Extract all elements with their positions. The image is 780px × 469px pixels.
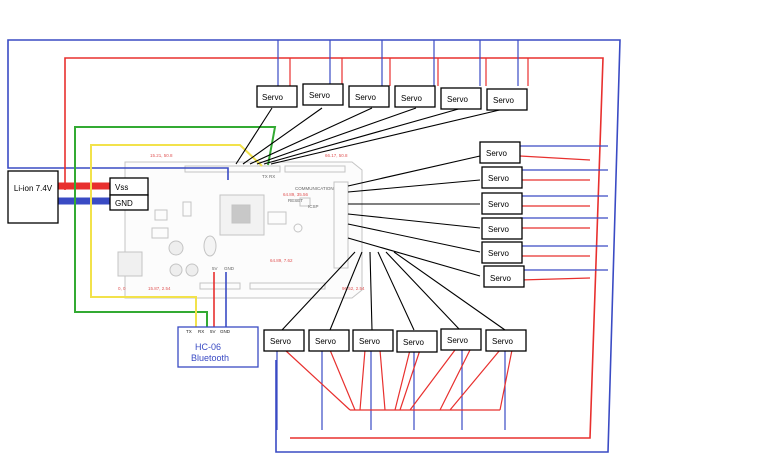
coord-label: 96.52, 2.54 (342, 286, 365, 291)
top-servos: Servo Servo Servo Servo Servo Servo (256, 83, 528, 111)
servo-label: Servo (447, 95, 468, 104)
reset-label: RESET (288, 198, 303, 203)
right-servo-supply (519, 145, 608, 281)
servo: Servo (256, 85, 298, 108)
bottom-servos: Servo Servo Servo Servo Servo Servo (263, 328, 527, 353)
coord-label: 15.21, 50.8 (150, 153, 173, 158)
bluetooth-module: TX RX 5V GND HC-06 Bluetooth (177, 326, 259, 368)
coord-label: 66.17, 50.8 (325, 153, 348, 158)
servo: Servo (481, 217, 523, 240)
servo: Servo (302, 83, 344, 106)
coord-label: 64.89, 35.56 (283, 192, 309, 197)
servo: Servo (396, 330, 438, 353)
arduino-board (117, 161, 363, 299)
bt-pin-gnd: GND (220, 329, 231, 334)
gnd-label: GND (115, 199, 133, 208)
servo-label: Servo (359, 337, 380, 346)
servo-label: Servo (403, 338, 424, 347)
communication-label: COMMUNICATION (295, 186, 334, 191)
servo-label: Servo (492, 337, 513, 346)
bottom-servo-supply (276, 349, 513, 430)
icsp-label: ICSP (308, 204, 319, 209)
board-silkscreen: TX RX COMMUNICATION RESET ICSP 5V GND (212, 174, 334, 271)
servo-label: Servo (355, 93, 376, 102)
signal-wires (235, 107, 509, 331)
servo: Servo (263, 329, 305, 352)
servo-label: Servo (309, 91, 330, 100)
coord-label: 64.89, 7.62 (270, 258, 293, 263)
top-servo-supply (277, 40, 529, 86)
bt-name: HC-06 (195, 342, 221, 352)
battery-label: Li-ion 7.4V (14, 184, 53, 193)
bt-pin-5v: 5V (210, 329, 216, 334)
servo: Servo (348, 85, 390, 108)
servo-label: Servo (488, 200, 509, 209)
servo: Servo (352, 329, 394, 352)
servo-label: Servo (488, 249, 509, 258)
gnd-terminal: GND (109, 194, 149, 211)
tx-rx-label: TX RX (262, 174, 275, 179)
servo: Servo (481, 166, 523, 189)
servo: Servo (485, 329, 527, 352)
right-servos: Servo Servo Servo Servo Servo Servo (479, 141, 525, 288)
servo-label: Servo (401, 94, 422, 103)
bt-pin-rx: RX (198, 329, 204, 334)
servo-label: Servo (486, 149, 507, 158)
coord-label: 15.87, 2.54 (148, 286, 171, 291)
servo: Servo (394, 85, 436, 108)
servo-label: Servo (488, 225, 509, 234)
servo: Servo (483, 265, 525, 288)
bt-type: Bluetooth (191, 353, 229, 363)
power-wires (7, 39, 621, 453)
pin-5v-label: 5V (212, 266, 218, 271)
servo: Servo (440, 328, 482, 351)
vss-terminal: Vss (109, 177, 149, 196)
coord-label: 0, 0 (118, 286, 126, 291)
battery: Li-ion 7.4V (7, 170, 59, 224)
servo-label: Servo (447, 336, 468, 345)
servo-label: Servo (315, 337, 336, 346)
servo-label: Servo (493, 96, 514, 105)
servo: Servo (479, 141, 521, 164)
vss-label: Vss (115, 183, 128, 192)
servo-label: Servo (490, 274, 511, 283)
servo-label: Servo (262, 93, 283, 102)
board-labels: 15.21, 50.8 66.17, 50.8 64.89, 35.56 64.… (118, 153, 365, 291)
bt-pin-tx: TX (186, 329, 192, 334)
servo-label: Servo (270, 337, 291, 346)
pin-gnd-label: GND (224, 266, 235, 271)
servo: Servo (481, 241, 523, 264)
servo: Servo (308, 329, 350, 352)
servo: Servo (440, 87, 482, 110)
servo-label: Servo (488, 174, 509, 183)
servo: Servo (481, 192, 523, 215)
servo: Servo (486, 88, 528, 111)
